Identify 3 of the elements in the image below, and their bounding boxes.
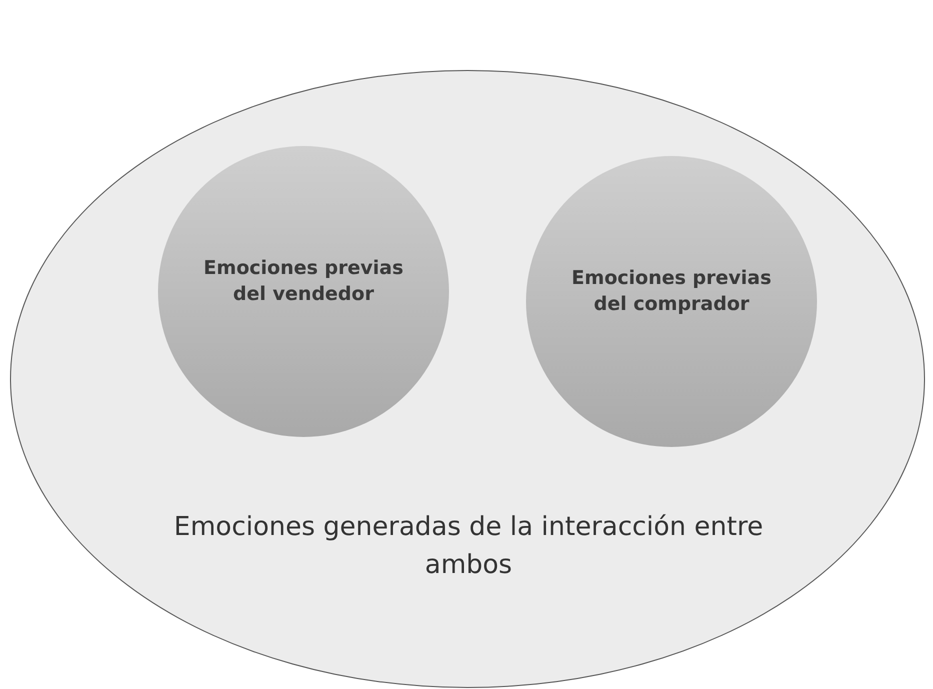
- circle-label: Emociones previas del vendedor: [204, 256, 404, 306]
- ellipse-label: Emociones generadas de la interacción entre ambos: [172, 511, 764, 582]
- circle-label: Emociones previas del comprador: [572, 266, 772, 316]
